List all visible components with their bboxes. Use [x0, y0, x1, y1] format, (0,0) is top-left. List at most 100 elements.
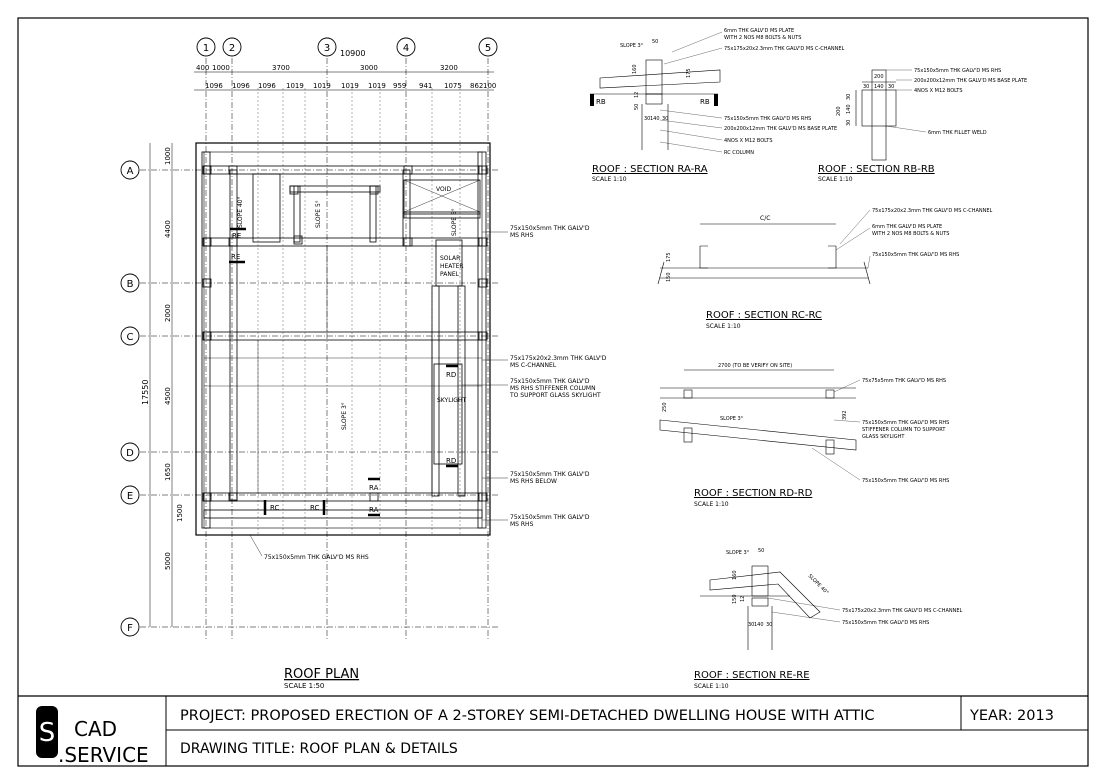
- svg-text:140: 140: [650, 116, 660, 122]
- svg-text:RC COLUMN: RC COLUMN: [724, 150, 754, 156]
- svg-text:4500: 4500: [164, 387, 172, 405]
- dim-overall-length: 17550: [141, 380, 150, 405]
- grid-row-f: F: [127, 623, 133, 634]
- svg-text:200x200x12mm THK GALV'D MS BAS: 200x200x12mm THK GALV'D MS BASE PLATE: [724, 126, 837, 132]
- section-rc-scale: SCALE 1:10: [706, 323, 741, 330]
- plan-leaders: [249, 231, 508, 557]
- svg-text:MS RHS BELOW: MS RHS BELOW: [510, 478, 557, 485]
- grid-col-4: 4: [403, 43, 409, 54]
- section-re: SLOPE 3° SLOPE 40° 50 160 150 12 30 140 …: [694, 548, 963, 690]
- dim-top-values: 400 1000 3700 3000 3200 100: [196, 64, 496, 90]
- svg-text:3700: 3700: [272, 64, 290, 72]
- section-rb-title: ROOF : SECTION RB-RB: [818, 164, 935, 175]
- svg-text:4NOS X M12 BOLTS: 4NOS X M12 BOLTS: [724, 138, 773, 144]
- svg-text:50: 50: [652, 39, 658, 45]
- section-tag-texts: RE RE RD RD RA RA RC RC: [231, 232, 456, 514]
- grid-col-1: 1: [203, 43, 209, 54]
- project-year: YEAR: 2013: [969, 708, 1054, 724]
- svg-text:30: 30: [863, 84, 869, 90]
- svg-text:75x150x5mm THK GALV'D MS RHS: 75x150x5mm THK GALV'D MS RHS: [862, 478, 949, 484]
- tag-rc-2: RC: [310, 504, 320, 512]
- rc-cc: C/C: [760, 215, 770, 222]
- plan-outline: [195, 142, 491, 536]
- section-re-title: ROOF : SECTION RE-RE: [694, 670, 810, 681]
- label-solar-1: SOLAR: [440, 255, 460, 262]
- svg-text:TO SUPPORT GLASS SKYLIGHT: TO SUPPORT GLASS SKYLIGHT: [509, 392, 601, 399]
- svg-text:30: 30: [888, 84, 894, 90]
- svg-text:50: 50: [634, 104, 640, 110]
- svg-text:75x150x5mm THK GALV'D MS RHS: 75x150x5mm THK GALV'D MS RHS: [862, 420, 949, 426]
- svg-text:MS C-CHANNEL: MS C-CHANNEL: [510, 362, 557, 369]
- svg-text:SLOPE 3°: SLOPE 3°: [726, 550, 750, 556]
- section-rc-title: ROOF : SECTION RC-RC: [706, 310, 822, 321]
- top-dim-chains: [194, 71, 494, 91]
- svg-text:30: 30: [846, 94, 852, 100]
- svg-text:75x150x5mm THK GALV'D MS RHS: 75x150x5mm THK GALV'D MS RHS: [914, 68, 1001, 74]
- void-cross: [403, 179, 481, 213]
- svg-text:200: 200: [874, 74, 884, 80]
- svg-text:1019: 1019: [313, 82, 331, 90]
- sub-grid-lines: [257, 88, 461, 535]
- label-solar-3: PANEL: [440, 271, 460, 278]
- dim-row-values: 1000 4400 2000 4500 1650 1500 5000: [164, 147, 184, 570]
- svg-text:12: 12: [740, 596, 746, 602]
- svg-text:6mm THK GALV'D MS PLATE: 6mm THK GALV'D MS PLATE: [872, 224, 942, 230]
- svg-text:75x175x20x2.3mm THK GALV'D: 75x175x20x2.3mm THK GALV'D: [510, 355, 607, 362]
- grid-row-bubbles: A B C D E F: [120, 160, 140, 637]
- svg-text:STIFFENER COLUMN TO SUPPORT: STIFFENER COLUMN TO SUPPORT: [862, 427, 946, 433]
- grid-col-5: 5: [485, 43, 491, 54]
- drawing-title: DRAWING TITLE: ROOF PLAN & DETAILS: [180, 741, 458, 757]
- svg-text:75x175x20x2.3mm THK GALV'D MS: 75x175x20x2.3mm THK GALV'D MS C-CHANNEL: [724, 46, 845, 52]
- svg-text:2700 (TO BE VERIFY ON SITE): 2700 (TO BE VERIFY ON SITE): [718, 363, 792, 369]
- svg-text:MS RHS: MS RHS: [510, 521, 534, 528]
- svg-text:50: 50: [758, 548, 764, 554]
- plan-inner-dims: [204, 246, 482, 493]
- plan-title: ROOF PLAN: [284, 667, 359, 682]
- roof-plan: RE RE RD RD RA RA RC RC VOID SOLAR HEATE…: [120, 37, 607, 690]
- svg-text:75x175x20x2.3mm THK GALV'D MS: 75x175x20x2.3mm THK GALV'D MS C-CHANNEL: [872, 208, 993, 214]
- section-rd-title: ROOF : SECTION RD-RD: [694, 488, 813, 499]
- grid-col-2: 2: [229, 43, 235, 54]
- grid-row-d: D: [126, 448, 134, 459]
- column-markers: [202, 165, 488, 502]
- svg-text:140: 140: [754, 622, 764, 628]
- svg-text:12: 12: [634, 92, 640, 98]
- svg-text:100: 100: [483, 82, 496, 90]
- svg-text:1075: 1075: [444, 82, 462, 90]
- svg-text:175: 175: [686, 68, 692, 78]
- svg-text:1019: 1019: [368, 82, 386, 90]
- tag-rd-1: RD: [446, 371, 456, 379]
- logo-box: [36, 706, 58, 758]
- grid-col-3: 3: [324, 43, 330, 54]
- svg-text:1650: 1650: [164, 463, 172, 481]
- svg-text:SLOPE 40°: SLOPE 40°: [807, 573, 830, 596]
- label-skylight: SKYLIGHT: [437, 397, 466, 404]
- svg-text:3000: 3000: [360, 64, 378, 72]
- svg-text:75x75x5mm THK GALV'D MS RHS: 75x75x5mm THK GALV'D MS RHS: [862, 378, 946, 384]
- svg-text:250: 250: [662, 402, 668, 412]
- svg-text:959: 959: [393, 82, 406, 90]
- section-ra: RB RB SLOPE 3° 50 160 175 12 50 30 140 3…: [590, 28, 845, 183]
- section-ra-scale: SCALE 1:10: [592, 176, 627, 183]
- svg-text:75x150x5mm THK GALV'D MS RHS: 75x150x5mm THK GALV'D MS RHS: [264, 554, 369, 561]
- tag-re-2: RE: [231, 253, 240, 261]
- svg-text:5000: 5000: [164, 552, 172, 570]
- plan-notes: 75x150x5mm THK GALV'D MS RHS 75x175x20x2…: [264, 225, 607, 561]
- svg-text:75x150x5mm THK GALV'D MS RHS: 75x150x5mm THK GALV'D MS RHS: [842, 620, 929, 626]
- svg-text:GLASS SKYLIGHT: GLASS SKYLIGHT: [862, 434, 905, 440]
- logo-line-1: CAD: [74, 717, 117, 741]
- ra-rb-right: RB: [700, 98, 710, 106]
- tag-ra-1: RA: [369, 484, 379, 492]
- svg-text:30: 30: [748, 622, 754, 628]
- svg-text:1000: 1000: [212, 64, 230, 72]
- svg-text:6mm THK FILLET WELD: 6mm THK FILLET WELD: [928, 130, 987, 136]
- section-rb: 200 30 140 30 200 30 140 30 75x150x5mm T…: [818, 68, 1027, 183]
- svg-text:75x150x5mm THK GALV'D MS RHS: 75x150x5mm THK GALV'D MS RHS: [724, 116, 811, 122]
- plan-scale: SCALE 1:50: [284, 682, 324, 690]
- svg-text:150: 150: [732, 594, 738, 604]
- tag-rc-1: RC: [270, 504, 280, 512]
- logo-line-2: .SERVICE: [58, 743, 149, 767]
- dim-sub-values: 1096 1096 1096 1019 1019 1019 1019 959 9…: [205, 82, 483, 90]
- grid-row-b: B: [127, 279, 134, 290]
- svg-text:30: 30: [766, 622, 772, 628]
